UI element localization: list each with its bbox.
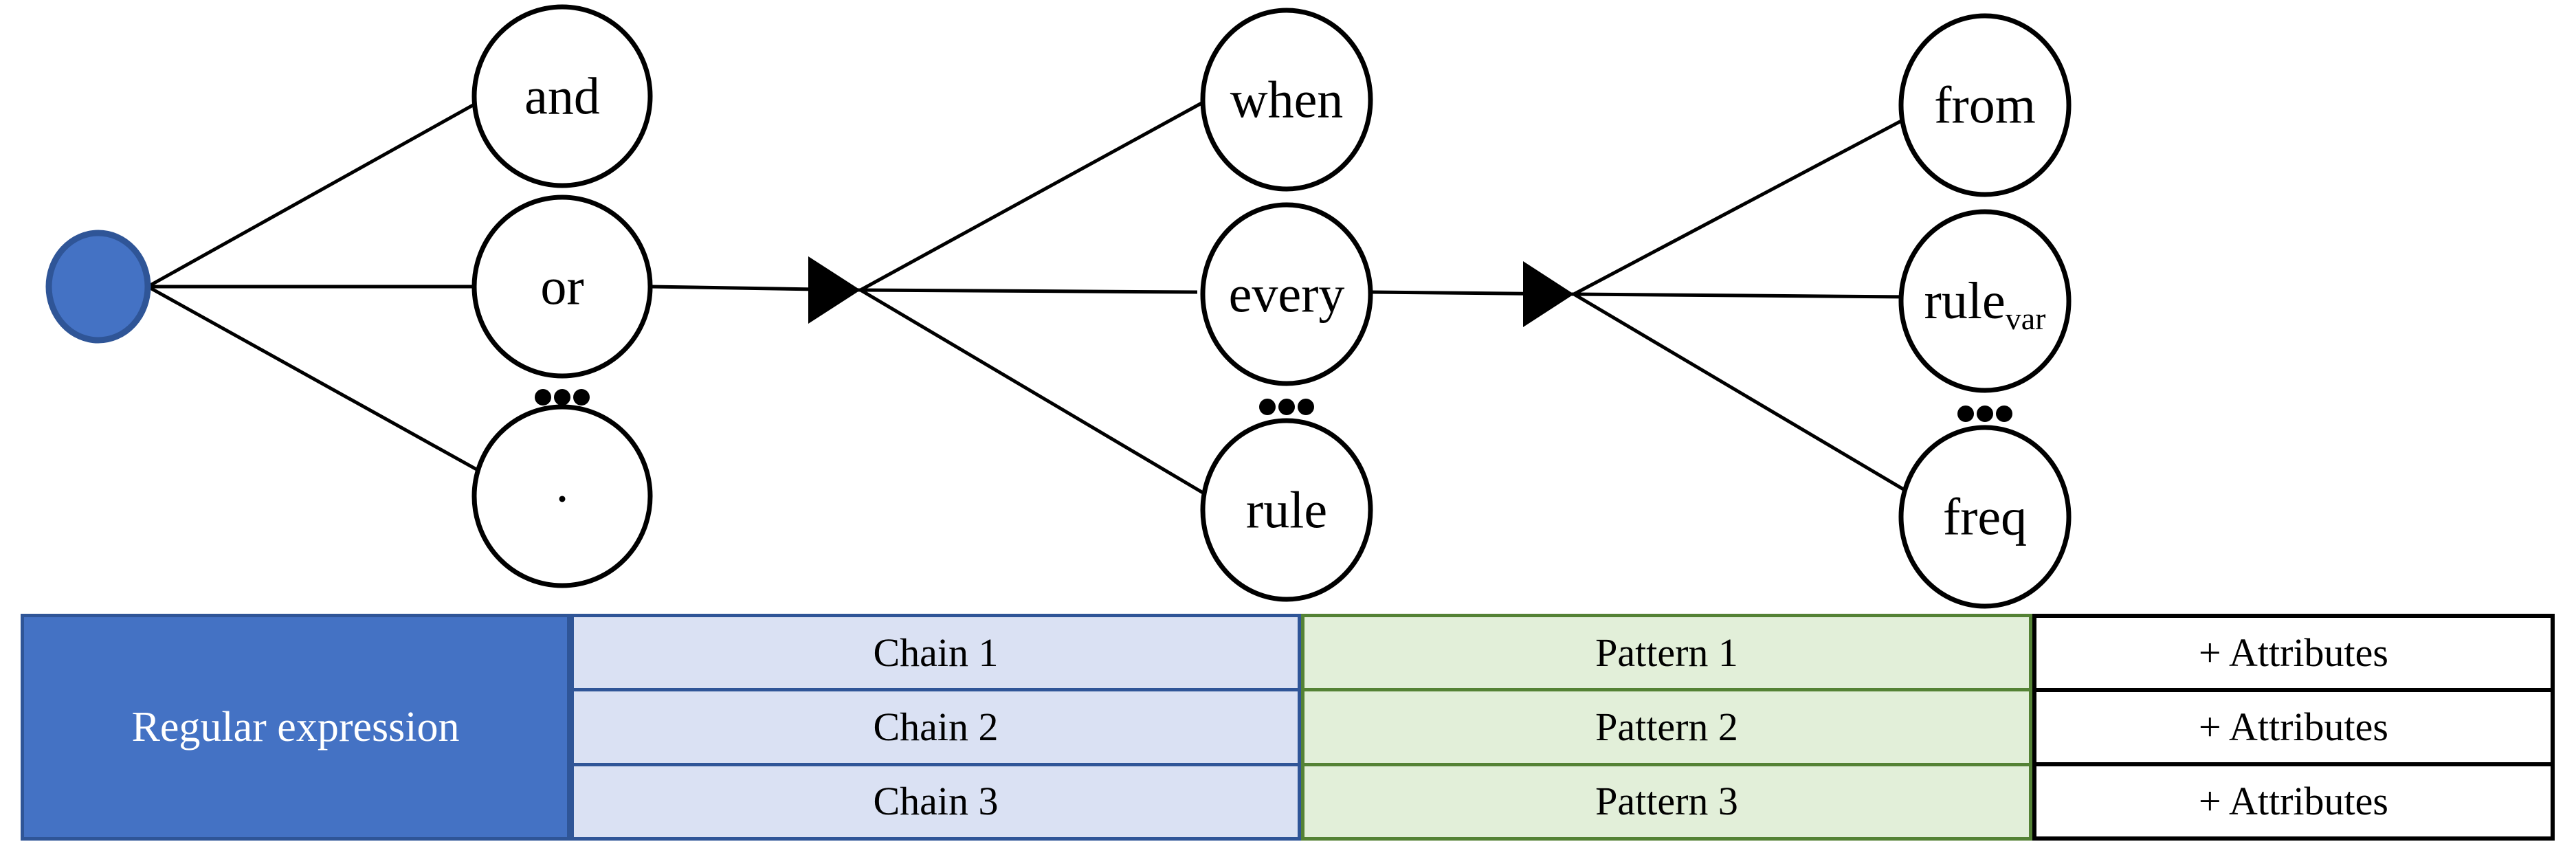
- table-row[interactable]: Pattern 2: [1301, 688, 2032, 763]
- edge-arrow1-to-every: [860, 288, 1198, 294]
- node-rule-var-label: rulevar: [1924, 272, 2046, 335]
- node-rule-var-base: rule: [1924, 272, 2006, 330]
- regex-cell-label: Regular expression: [131, 704, 460, 751]
- chain-cell-label: Chain 2: [873, 704, 999, 749]
- edge-start-to-dot: [146, 285, 487, 476]
- node-rule-label: rule: [1246, 481, 1327, 539]
- node-or-label: or: [540, 258, 584, 315]
- table-row[interactable]: Pattern 1: [1301, 614, 2032, 689]
- attributes-cell-label: + Attributes: [2199, 704, 2388, 749]
- table-row[interactable]: Chain 2: [570, 688, 1301, 763]
- node-every[interactable]: [1200, 202, 1373, 386]
- node-when[interactable]: [1200, 8, 1373, 192]
- node-from[interactable]: [1898, 13, 2072, 197]
- start-node[interactable]: [45, 230, 151, 344]
- summary-table: Regular expression Chain 1 Chain 2 Chain…: [21, 614, 2557, 841]
- pattern-cell-label: Pattern 2: [1595, 704, 1738, 749]
- node-and[interactable]: [471, 4, 653, 188]
- table-row[interactable]: + Attributes: [2032, 688, 2555, 762]
- table-row[interactable]: + Attributes: [2032, 762, 2555, 841]
- pattern-cell-label: Pattern 1: [1595, 630, 1738, 675]
- node-rule[interactable]: [1200, 418, 1373, 602]
- table-row[interactable]: + Attributes: [2032, 614, 2555, 688]
- node-every-label: every: [1229, 265, 1345, 323]
- arrowhead-1: [808, 256, 860, 324]
- node-rule-var[interactable]: [1898, 209, 2072, 393]
- pattern-column: Pattern 1 Pattern 2 Pattern 3: [1301, 614, 2032, 841]
- node-freq[interactable]: [1898, 425, 2072, 609]
- node-and-label: and: [524, 67, 600, 125]
- table-row[interactable]: Pattern 3: [1301, 762, 2032, 841]
- table-row[interactable]: Chain 3: [570, 762, 1301, 841]
- edge-arrow2-to-from: [1573, 107, 1926, 296]
- chain-cell-label: Chain 3: [873, 779, 999, 824]
- node-dot[interactable]: [471, 404, 653, 588]
- attributes-cell-label: + Attributes: [2199, 779, 2388, 823]
- arrowhead-2: [1523, 261, 1574, 327]
- edge-arrow2-to-freq: [1573, 292, 1926, 504]
- edge-arrow1-to-rule: [859, 288, 1206, 496]
- node-from-label: from: [1934, 76, 2036, 134]
- node-rule-var-subscript: var: [2006, 301, 2046, 336]
- chain-column: Chain 1 Chain 2 Chain 3: [570, 614, 1301, 841]
- attributes-column: + Attributes + Attributes + Attributes: [2032, 614, 2555, 841]
- attributes-cell-label: + Attributes: [2199, 630, 2388, 675]
- ellipsis-col2: [1259, 399, 1314, 415]
- regex-token-graph: and or . when every rule from rulevar: [45, 4, 2072, 609]
- regex-cell: Regular expression: [21, 614, 570, 841]
- pattern-cell-label: Pattern 3: [1595, 779, 1738, 824]
- node-freq-label: freq: [1943, 488, 2027, 546]
- edge-start-to-and: [146, 96, 487, 289]
- node-when-label: when: [1230, 71, 1344, 129]
- ellipsis-col3: [1957, 406, 2012, 422]
- table-row[interactable]: Chain 1: [570, 614, 1301, 689]
- node-or[interactable]: [471, 195, 653, 379]
- edge-arrow2-to-rulevar: [1573, 292, 1910, 299]
- node-dot-label: .: [556, 455, 569, 513]
- edge-arrow1-to-when: [859, 100, 1206, 292]
- chain-cell-label: Chain 1: [873, 630, 999, 675]
- ellipsis-col1: [535, 389, 590, 406]
